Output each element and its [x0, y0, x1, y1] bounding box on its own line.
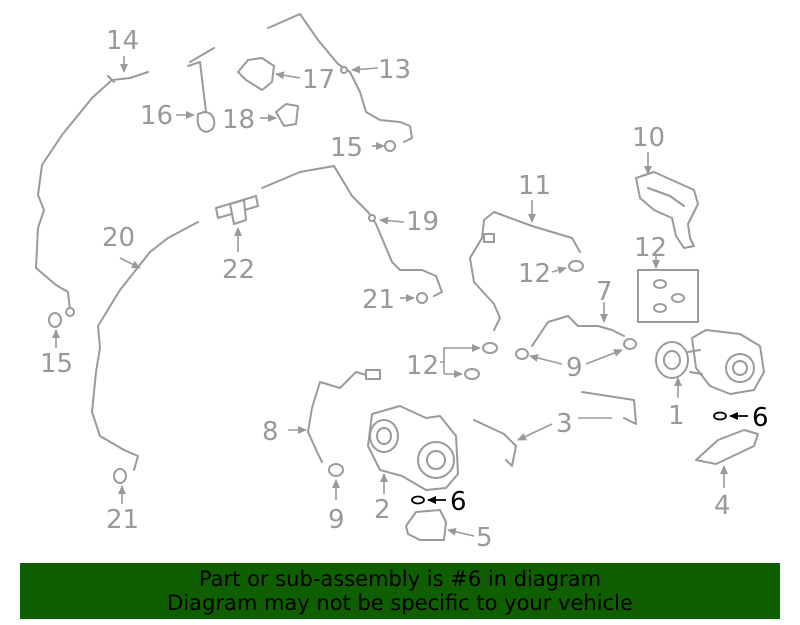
info-banner: Part or sub-assembly is #6 in diagram Di… — [20, 563, 780, 619]
callout-3: 3 — [556, 409, 573, 439]
part-21-left — [113, 468, 127, 484]
part-8-pipe — [307, 369, 381, 463]
part-21-mid — [416, 292, 428, 304]
part-1-turbo — [655, 329, 765, 395]
part-14-pipe — [35, 71, 149, 317]
callout-11: 11 — [518, 171, 551, 201]
callout-18: 18 — [222, 105, 255, 135]
callout-15-top: 15 — [330, 133, 363, 163]
parts-diagram: 14 16 18 17 13 15 20 22 19 21 15 21 11 1… — [35, 13, 769, 553]
callout-15-left: 15 — [40, 349, 73, 379]
part-20-pipe — [91, 221, 199, 471]
callout-21-left: 21 — [106, 505, 139, 535]
part-3-bracket — [473, 391, 637, 467]
callout-10: 10 — [632, 123, 665, 153]
callout-19: 19 — [406, 207, 439, 237]
callout-17: 17 — [302, 65, 335, 95]
callout-1: 1 — [668, 401, 685, 431]
part-18-clip — [275, 103, 299, 127]
callout-2: 2 — [374, 495, 391, 525]
part-10-assembly — [635, 171, 699, 249]
callout-13: 13 — [378, 55, 411, 85]
callout-12-upper: 12 — [518, 259, 551, 289]
banner-line-1: Part or sub-assembly is #6 in diagram — [198, 567, 602, 591]
part-15-left — [48, 312, 62, 328]
part-12-cap-a — [482, 342, 498, 354]
part-9-left — [328, 463, 344, 477]
callout-8: 8 — [262, 417, 279, 447]
leader-lines — [52, 56, 748, 537]
callout-6-right: 6 — [752, 403, 769, 433]
part-5-heat-shield — [405, 509, 447, 541]
callout-20: 20 — [102, 223, 135, 253]
part-11-pipe — [469, 211, 581, 331]
callout-22: 22 — [222, 255, 255, 285]
callout-9-right: 9 — [566, 353, 583, 383]
part-6-gasket-right — [713, 411, 727, 421]
part-2-turbo — [367, 405, 459, 491]
part-13-pipe — [267, 13, 413, 143]
part-22-tee — [215, 195, 259, 225]
callout-6-center: 6 — [450, 487, 467, 517]
callout-21-mid: 21 — [362, 285, 395, 315]
callout-9-left: 9 — [328, 505, 345, 535]
part-19-pipe — [261, 165, 443, 297]
part-12-cap-upper — [568, 260, 584, 272]
callout-16: 16 — [140, 101, 173, 131]
banner-line-2: Diagram may not be specific to your vehi… — [167, 591, 633, 615]
callout-12-kit: 12 — [634, 233, 667, 263]
part-17-clamp — [237, 57, 275, 91]
part-16-bracket — [187, 47, 216, 133]
callout-14: 14 — [106, 26, 139, 56]
part-15-top — [384, 140, 396, 152]
part-6-gasket-center — [411, 495, 425, 505]
callout-7: 7 — [596, 277, 613, 307]
callout-12-lower: 12 — [406, 351, 439, 381]
part-7-pipe — [515, 315, 637, 360]
callout-5: 5 — [476, 523, 493, 553]
part-12-cap-b — [464, 368, 480, 380]
callout-4: 4 — [714, 491, 731, 521]
part-12-kit-box — [637, 269, 699, 323]
part-4-heat-shield — [695, 429, 759, 465]
